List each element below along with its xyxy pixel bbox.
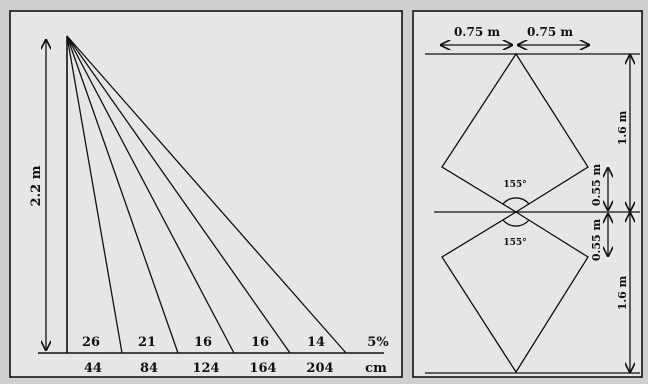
right-panel: 0.75 m 0.75 m 155° 155° 1.6 m 1.6 m 0.55… (412, 10, 643, 378)
lower-kite-shape (441, 211, 589, 374)
distance-value: 124 (192, 361, 219, 376)
distance-value: 44 (84, 361, 102, 376)
ray-line (66, 35, 179, 354)
upper-gap-label: 0.55 m (590, 164, 603, 207)
half-width-left-label: 0.75 m (454, 25, 500, 39)
distance-value: 84 (140, 361, 158, 376)
percent-value: 26 (82, 335, 100, 350)
lower-angle-arc (502, 219, 530, 227)
half-width-right-label: 0.75 m (527, 25, 573, 39)
percent-value: 16 (194, 335, 212, 350)
upper-length-label: 1.6 m (616, 110, 629, 145)
percent-value: 16 (251, 335, 269, 350)
lower-angle-label: 155° (503, 238, 526, 248)
lower-gap-label: 0.55 m (590, 219, 603, 262)
ray-line (66, 35, 291, 354)
ray-group (66, 35, 347, 354)
height-label: 2.2 m (29, 165, 44, 206)
left-panel: 2.2 m 26 21 16 16 14 5% 44 84 124 164 20… (9, 10, 403, 378)
upper-angle-label: 155° (503, 180, 526, 190)
percent-value: 21 (138, 335, 156, 350)
distance-value: 164 (249, 361, 276, 376)
ray-line (66, 35, 235, 354)
distance-unit: cm (365, 361, 387, 376)
distance-value: 204 (306, 361, 333, 376)
ray-line (66, 35, 123, 354)
percent-unit: 5% (367, 335, 389, 350)
ray-line (66, 35, 347, 354)
lower-length-label: 1.6 m (616, 275, 629, 310)
percent-value: 14 (307, 335, 325, 350)
upper-angle-arc (502, 197, 530, 205)
